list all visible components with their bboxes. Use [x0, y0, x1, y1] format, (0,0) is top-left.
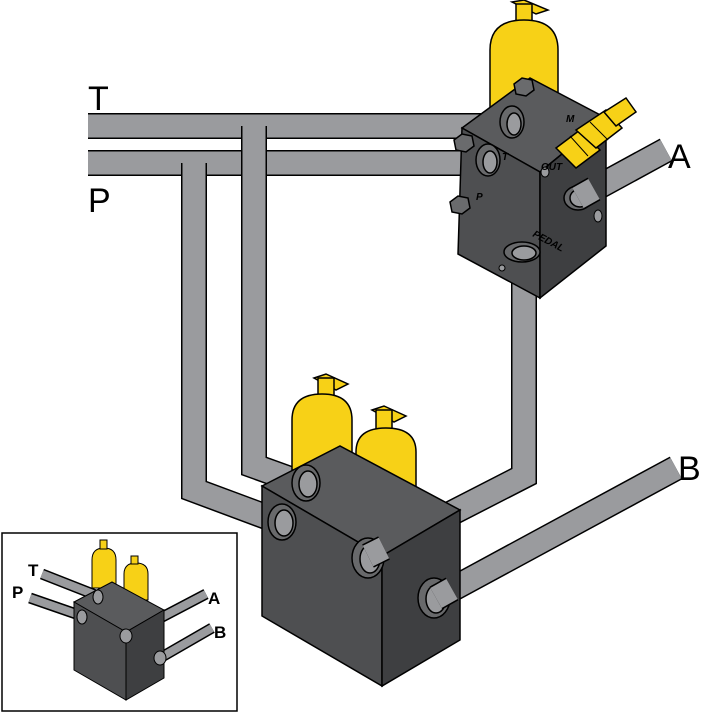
- inset-label-t: T: [28, 561, 39, 580]
- label-p: P: [88, 182, 111, 220]
- inset-label-p: P: [12, 583, 23, 602]
- label-b: B: [678, 450, 701, 488]
- valve-marking-out: OUT: [541, 162, 563, 173]
- valve-marking-m: M: [566, 114, 575, 125]
- valve-marking-t: T: [502, 152, 509, 163]
- valve-marking-p: P: [476, 192, 483, 203]
- inset-label-b: B: [214, 623, 226, 642]
- label-t: T: [88, 80, 109, 118]
- hex-nut-icon: [449, 195, 471, 215]
- upper-valve: T P OUT M PEDAL: [449, 0, 638, 300]
- lower-valve: [260, 373, 462, 688]
- pressure-fitting: [554, 96, 638, 169]
- hex-nut-icon: [513, 77, 535, 97]
- label-a: A: [668, 138, 691, 176]
- pipe-p-branch: [181, 163, 285, 535]
- hex-nut-icon: [453, 133, 475, 153]
- pipe-b: [429, 456, 683, 610]
- inset-label-a: A: [208, 589, 220, 608]
- inset-diagram: T P A B: [1, 532, 238, 712]
